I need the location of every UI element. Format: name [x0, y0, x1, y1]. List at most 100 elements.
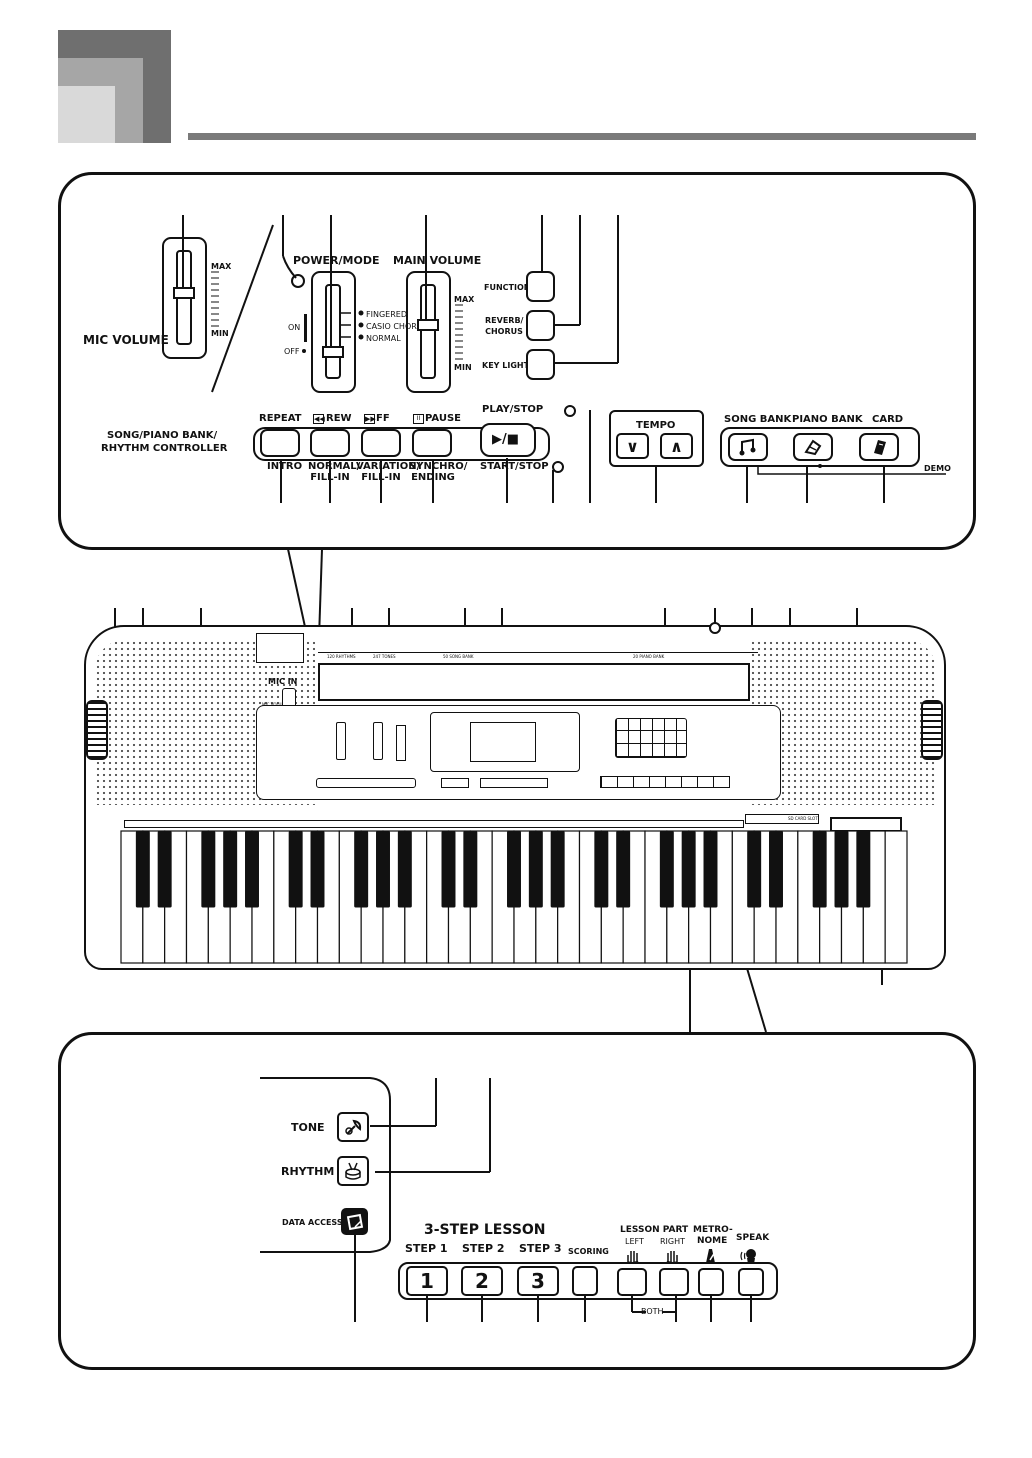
black-key[interactable]: [594, 831, 609, 908]
mini-transport[interactable]: [316, 778, 416, 788]
sd-card-slot: [745, 814, 819, 824]
mic-jack[interactable]: [291, 274, 305, 288]
piano-bank-button[interactable]: [793, 433, 833, 461]
reverb-chorus-button[interactable]: [526, 310, 555, 341]
main-volume-min: MIN: [454, 363, 472, 372]
mini-tempo[interactable]: [441, 778, 469, 788]
black-key[interactable]: [812, 831, 827, 908]
tempo-down-button[interactable]: ∨: [616, 433, 649, 459]
song-bank-button[interactable]: [728, 433, 768, 461]
main-volume-slot: [420, 284, 436, 379]
ff-icon: ▶▶: [364, 414, 376, 424]
black-key[interactable]: [528, 831, 543, 908]
drum-icon: [345, 1162, 361, 1180]
speak-button[interactable]: [738, 1268, 764, 1296]
tone-label: TONE: [291, 1121, 325, 1134]
card-icon: [874, 440, 886, 455]
mic-volume-slider[interactable]: [162, 237, 207, 359]
tones-count: 247 TONES: [373, 654, 396, 659]
start-stop-label: START/STOP: [480, 461, 549, 472]
power-mode-knob[interactable]: [322, 346, 344, 358]
power-mode-switch[interactable]: [311, 271, 356, 393]
rew-normal-fill-in-button[interactable]: [310, 429, 350, 457]
repeat-label: REPEAT: [259, 413, 302, 424]
scoring-button[interactable]: [572, 1266, 598, 1296]
black-key[interactable]: [376, 831, 390, 908]
black-key[interactable]: [135, 831, 150, 908]
step2-label: STEP 2: [462, 1242, 505, 1255]
step2-button[interactable]: 2: [461, 1266, 503, 1296]
lesson-right-button[interactable]: [659, 1268, 689, 1296]
pause-synchro-ending-button[interactable]: [412, 429, 452, 457]
ff-variation-fill-in-button[interactable]: [361, 429, 401, 457]
black-key[interactable]: [856, 831, 871, 908]
rhythm-button[interactable]: [337, 1156, 369, 1186]
black-key[interactable]: [288, 831, 303, 908]
tempo-title: TEMPO: [636, 420, 676, 431]
black-key[interactable]: [550, 831, 565, 908]
black-key[interactable]: [354, 831, 369, 908]
black-key[interactable]: [834, 831, 849, 908]
play-stop-button[interactable]: [480, 423, 536, 457]
black-key[interactable]: [659, 831, 674, 908]
black-key[interactable]: [397, 831, 412, 908]
rhythms-count: 120 RHYTHMS: [327, 654, 356, 659]
black-key[interactable]: [245, 831, 259, 908]
data-access-label: DATA ACCESS: [282, 1218, 343, 1227]
step1-button[interactable]: 1: [406, 1266, 448, 1296]
mini-number-pad[interactable]: [615, 718, 687, 758]
mini-power-slider[interactable]: [336, 722, 346, 760]
black-key[interactable]: [616, 831, 631, 908]
mini-lesson-buttons[interactable]: [600, 776, 730, 788]
top-control-panel: [58, 172, 976, 550]
white-key[interactable]: [884, 830, 908, 964]
piano-bank-icon: [804, 439, 822, 456]
power-off-dot: [302, 349, 306, 353]
left-label: LEFT: [625, 1237, 644, 1246]
black-key[interactable]: [201, 831, 216, 908]
lesson-button-frame: [398, 1262, 778, 1300]
repeat-intro-button[interactable]: [260, 429, 300, 457]
mic-volume-knob[interactable]: [173, 287, 195, 299]
main-volume-scale: [455, 304, 463, 360]
black-key[interactable]: [703, 831, 718, 908]
black-key[interactable]: [747, 831, 762, 908]
key-light-button[interactable]: [526, 349, 555, 380]
mini-lcd: [470, 722, 536, 762]
mic-volume-scale: [211, 271, 219, 327]
data-access-button[interactable]: [341, 1208, 368, 1235]
mini-banks[interactable]: [480, 778, 548, 788]
piano-bank-count: 20 PIANO BANK: [633, 654, 665, 659]
song-book-shelf: [318, 663, 750, 701]
lesson-title: 3-STEP LESSON: [424, 1222, 546, 1238]
tempo-up-button[interactable]: ∧: [660, 433, 693, 459]
black-key[interactable]: [463, 831, 478, 908]
black-key[interactable]: [157, 831, 172, 908]
mic-volume-max: MAX: [211, 262, 232, 271]
piano-keys[interactable]: [120, 830, 910, 965]
tone-button[interactable]: [337, 1112, 369, 1142]
play-stop-lamp: [564, 405, 576, 417]
lesson-left-button[interactable]: [617, 1268, 647, 1296]
black-key[interactable]: [507, 831, 521, 908]
black-key[interactable]: [310, 831, 325, 908]
metronome-button[interactable]: [698, 1268, 724, 1296]
mini-function-buttons[interactable]: [396, 725, 406, 761]
step3-label: STEP 3: [519, 1242, 562, 1255]
power-on-label: ON: [288, 323, 301, 332]
function-button[interactable]: [526, 271, 555, 302]
main-volume-slider[interactable]: [406, 271, 451, 393]
song-bank-label: SONG BANK: [724, 414, 792, 425]
step3-button[interactable]: 3: [517, 1266, 559, 1296]
rew-icon: ◀◀: [313, 414, 325, 424]
black-key[interactable]: [769, 831, 783, 908]
transport-bar: [253, 427, 550, 461]
black-key[interactable]: [441, 831, 456, 908]
mode-fingered: FINGERED: [366, 310, 407, 319]
mini-volume-slider[interactable]: [373, 722, 383, 760]
main-volume-knob[interactable]: [417, 319, 439, 331]
power-mode-slot: [325, 284, 341, 379]
black-key[interactable]: [681, 831, 696, 908]
rew-label: REW: [326, 413, 352, 424]
black-key[interactable]: [223, 831, 238, 908]
